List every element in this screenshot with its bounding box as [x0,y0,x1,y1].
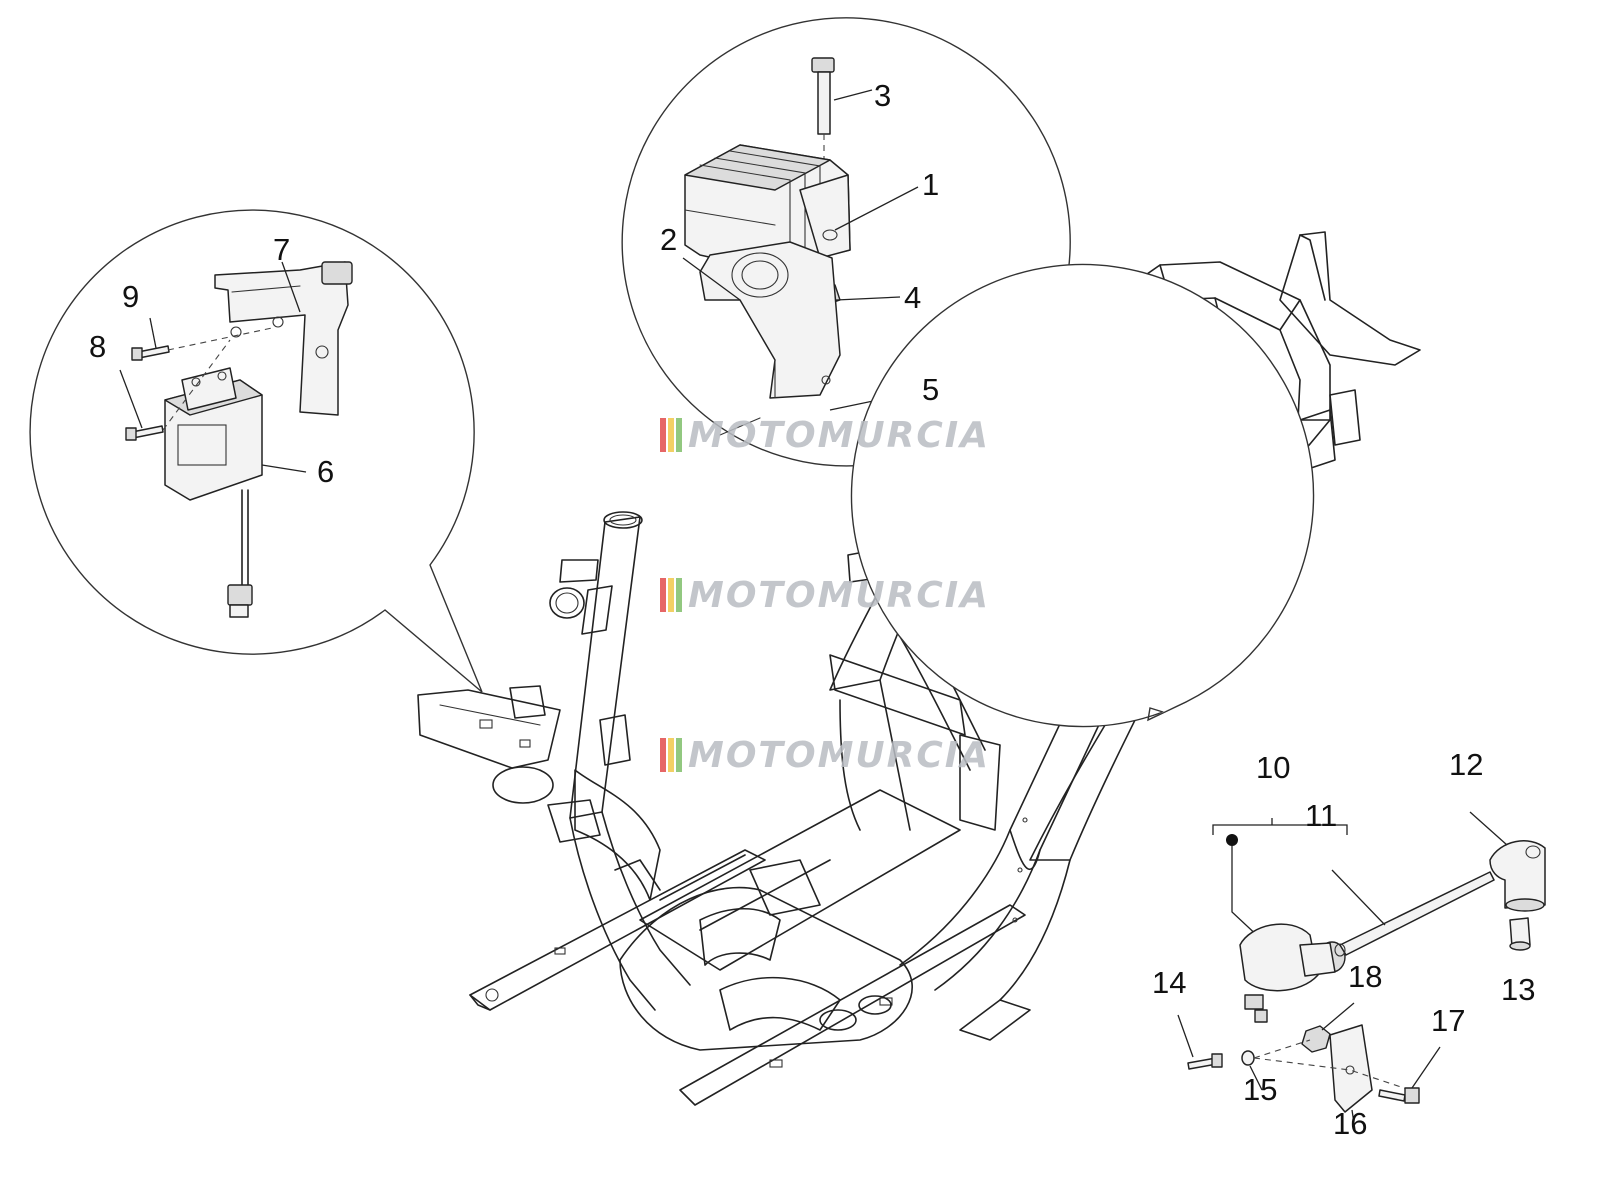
watermark-text: MOTOMURCIA [688,415,990,456]
callout-11[interactable]: 11 [1305,798,1337,833]
callout-17[interactable]: 17 [1431,1003,1465,1038]
callout-18[interactable]: 18 [1348,959,1382,994]
callout-2[interactable]: 2 [660,222,677,257]
callout-1[interactable]: 1 [922,167,939,202]
watermark-stripe-green [676,738,682,772]
watermark-stripe-red [660,578,666,612]
callout-14[interactable]: 14 [1152,965,1186,1000]
watermark-stripe-yellow [668,738,674,772]
callout-16[interactable]: 16 [1333,1106,1367,1141]
callout-9[interactable]: 9 [122,279,139,314]
kit-marker-dot [1226,834,1238,846]
watermark-stripe-red [660,738,666,772]
callout-7[interactable]: 7 [273,232,290,267]
callout-5[interactable]: 5 [922,372,939,407]
callout-3[interactable]: 3 [874,78,891,113]
callout-6[interactable]: 6 [317,454,334,489]
watermark-3: MOTOMURCIA [660,735,990,776]
callout-8[interactable]: 8 [89,329,106,364]
watermark-stripe-yellow [668,578,674,612]
watermark-1: MOTOMURCIA [660,415,990,456]
callout-12[interactable]: 12 [1449,747,1483,782]
watermark-stripe-green [676,578,682,612]
watermark-stripe-yellow [668,418,674,452]
watermark-2: MOTOMURCIA [660,575,990,616]
callout-13[interactable]: 13 [1501,972,1535,1007]
callout-10[interactable]: 10 [1256,750,1290,785]
watermark-stripe-green [676,418,682,452]
watermark-text: MOTOMURCIA [688,575,990,616]
bubble-cdi-assembly [29,209,483,693]
watermark-stripe-red [660,418,666,452]
watermark-text: MOTOMURCIA [688,735,990,776]
bubble-ignition-assembly [850,263,1546,1131]
callout-15[interactable]: 15 [1243,1072,1277,1107]
callout-4[interactable]: 4 [904,280,921,315]
